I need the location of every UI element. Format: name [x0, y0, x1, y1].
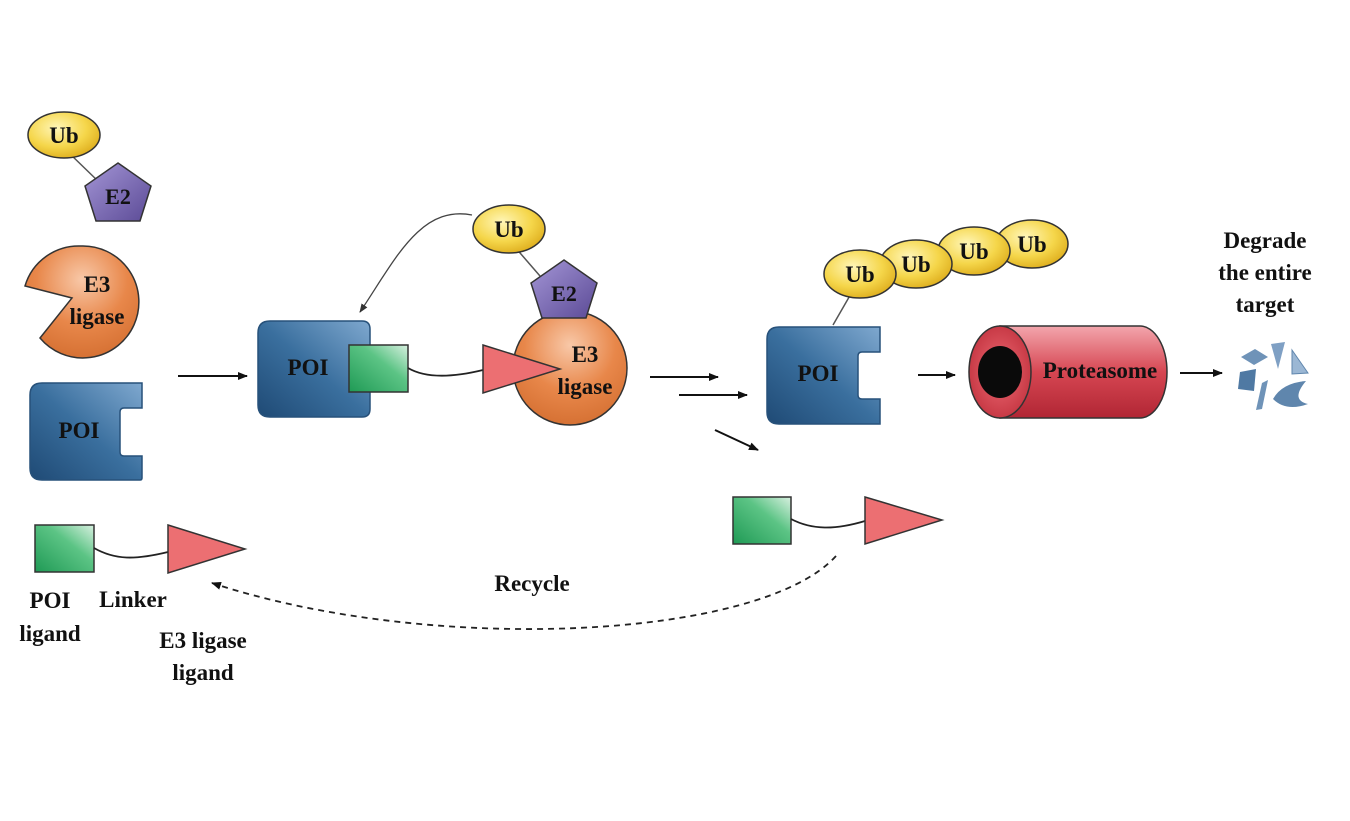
ternary-poi-shape: [257, 320, 371, 418]
degraded-fragments: [1238, 342, 1309, 410]
ternary-ub-shape: [472, 204, 546, 254]
legend-e3-ligand-line2: ligand: [172, 660, 234, 685]
components-group: Ub E2 E3 ligase POI POI ligand Linker E3…: [19, 111, 248, 685]
linker-shape: [93, 547, 169, 559]
e2-label: E2: [105, 184, 131, 209]
legend-e3-ligand-line1: E3 ligase: [159, 628, 247, 653]
ternary-ub-label: Ub: [494, 217, 523, 242]
degrade-label-line2: the entire: [1218, 260, 1311, 285]
e2-shape: [84, 162, 152, 222]
ternary-e3-ligand-shape: [482, 343, 563, 395]
fragment-block: [1238, 369, 1256, 391]
proteasome-hole: [978, 346, 1022, 398]
fragment-shard: [1256, 380, 1268, 410]
polyub-ub-4-label: Ub: [1017, 232, 1046, 257]
legend-linker: Linker: [99, 587, 167, 612]
e3-ligand-shape: [167, 523, 248, 575]
ub-shape: [27, 111, 101, 159]
ternary-e2-label: E2: [551, 281, 577, 306]
arrow-release-diagonal: [714, 429, 759, 451]
ternary-e3-label-line1: E3: [572, 342, 599, 367]
released-poi-ligand-shape: [732, 496, 792, 545]
recycle-arrow: [211, 555, 837, 630]
poi-ligand-shape: [34, 524, 95, 573]
ternary-linker-shape: [407, 367, 484, 377]
released-linker-shape: [790, 518, 866, 529]
legend-poi-ligand-line1: POI: [30, 588, 71, 613]
proteasome-label: Proteasome: [1043, 358, 1158, 383]
degrade-label-line3: target: [1236, 292, 1295, 317]
ubiquitinated-poi-group: POI Ub Ub Ub Ub: [766, 219, 1069, 425]
recycle-label: Recycle: [494, 571, 569, 596]
ub-transfer-arrow: [359, 213, 473, 313]
degrade-label-line1: Degrade: [1223, 228, 1306, 253]
polyub-ub-1: [823, 249, 897, 299]
e3-ligase-label-line2: ligase: [70, 304, 125, 329]
poi-shape: [29, 382, 143, 481]
polyub-ub-1-label: Ub: [845, 262, 874, 287]
e3-ligase-label-line1: E3: [84, 272, 111, 297]
released-e3-ligand-shape: [864, 495, 945, 546]
fragment-diamond: [1241, 349, 1268, 365]
polyub-poi-shape: [766, 326, 881, 425]
e3-ligase-shape: [24, 245, 140, 359]
fragment-spike: [1271, 342, 1285, 369]
ternary-complex-group: POI E3 ligase E2 Ub: [257, 204, 628, 426]
legend-poi-ligand-line2: ligand: [19, 621, 81, 646]
ternary-e3-label-line2: ligase: [558, 374, 613, 399]
ub-label: Ub: [49, 123, 78, 148]
polyub-ub-2-label: Ub: [901, 252, 930, 277]
released-protac-group: [732, 495, 945, 546]
polyub-ub-3-label: Ub: [959, 239, 988, 264]
ternary-e2-shape: [530, 259, 598, 319]
fragment-crescent: [1273, 381, 1308, 408]
ternary-poi-ligand-shape: [348, 344, 409, 393]
fragment-triangle-right: [1291, 348, 1309, 375]
proteasome-group: Proteasome: [968, 325, 1168, 419]
ternary-poi-label: POI: [288, 355, 329, 380]
proteasome-body: [999, 325, 1168, 419]
polyub-poi-label: POI: [798, 361, 839, 386]
poi-label: POI: [59, 418, 100, 443]
